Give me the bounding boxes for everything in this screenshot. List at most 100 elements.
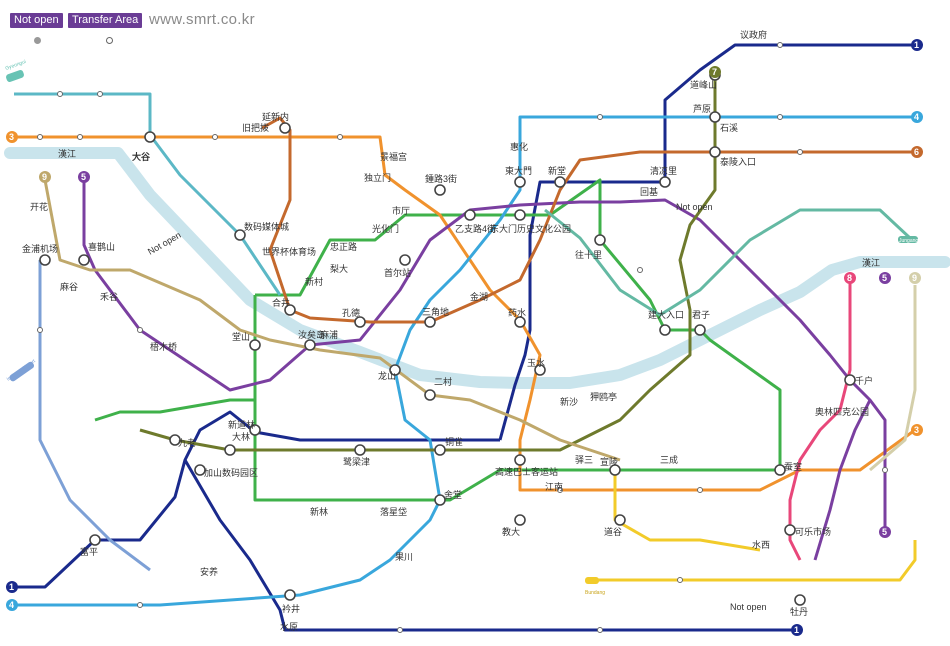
station-node[interactable]	[37, 327, 43, 333]
line-8[interactable]	[788, 280, 852, 561]
label-yaksu[interactable]: 药水	[508, 307, 526, 318]
station-samgakji[interactable]	[424, 316, 436, 328]
badge-line-9-nw[interactable]	[39, 171, 51, 183]
label-gimpo-airport[interactable]: 金浦机场	[22, 243, 58, 254]
bundang-main[interactable]	[595, 540, 917, 582]
station-node[interactable]	[137, 602, 143, 608]
line-7-main[interactable]	[139, 75, 717, 452]
station-yaksu[interactable]	[514, 316, 526, 328]
line-8-main[interactable]	[788, 280, 852, 561]
line-6-main[interactable]	[261, 116, 915, 324]
line-3[interactable]	[14, 135, 916, 492]
station-kkachisan[interactable]	[78, 254, 90, 266]
station-wangsimni[interactable]	[594, 234, 606, 246]
line-4[interactable]	[14, 115, 915, 607]
station-node[interactable]	[557, 487, 563, 493]
label-sadang[interactable]: 舍堂	[444, 489, 462, 500]
line-9-east-path[interactable]	[869, 285, 917, 472]
station-node[interactable]	[97, 91, 103, 97]
station-dogok[interactable]	[614, 514, 626, 526]
label-dangsan[interactable]: 堂山	[232, 331, 250, 342]
station-hapjeong[interactable]	[284, 304, 296, 316]
label-cheonho[interactable]: 千户	[855, 375, 873, 386]
line-5-branch[interactable]	[813, 399, 872, 561]
jungang-tag[interactable]	[898, 236, 918, 243]
label-garak[interactable]: 可乐市场	[795, 526, 831, 537]
station-seoul[interactable]	[399, 254, 411, 266]
label-dokbawi[interactable]: 独立门	[364, 172, 391, 183]
station-digital-media[interactable]	[234, 229, 246, 241]
station-sadang[interactable]	[434, 494, 446, 506]
station-seolleung[interactable]	[609, 464, 621, 476]
station-yeouido[interactable]	[304, 339, 316, 351]
station-bupyeong[interactable]	[89, 534, 101, 546]
line-2-branch[interactable]	[94, 398, 255, 422]
station-node[interactable]	[777, 42, 783, 48]
label-gyeongbok[interactable]: 景福宫	[380, 151, 407, 162]
badge-line-3-w[interactable]	[6, 131, 18, 143]
label-samseong[interactable]: 三成	[660, 454, 678, 465]
label-wangsimni[interactable]: 往十里	[575, 249, 602, 260]
label-yeouido[interactable]: 汝矣岛	[298, 329, 325, 340]
badge-line-5-e2[interactable]	[879, 526, 891, 538]
line-2-loop[interactable]	[253, 178, 782, 502]
station-node[interactable]	[337, 134, 343, 140]
station-node[interactable]	[777, 114, 783, 120]
station-gasan[interactable]	[194, 464, 206, 476]
line-7[interactable]	[139, 75, 717, 452]
station-gunja[interactable]	[694, 324, 706, 336]
station-node[interactable]	[697, 487, 703, 493]
legend-not-open[interactable]: Not open	[10, 13, 63, 28]
station-node[interactable]	[57, 91, 63, 97]
label-geumjeong[interactable]: 衿井	[282, 603, 300, 614]
label-yongsan[interactable]: 龙山	[378, 370, 396, 381]
station-noryangjin[interactable]	[354, 444, 366, 456]
label-yeonsinnae[interactable]: 延新内	[262, 111, 289, 122]
station-gongdeok[interactable]	[354, 316, 366, 328]
label-sinchon[interactable]: 新村	[305, 276, 323, 287]
station-konkuk[interactable]	[659, 324, 671, 336]
badge-line-8-e[interactable]	[844, 272, 856, 284]
station-seokgye[interactable]	[709, 111, 721, 123]
station-dongdaemun[interactable]	[514, 176, 526, 188]
station-node[interactable]	[597, 627, 603, 633]
station-dongjak[interactable]	[434, 444, 446, 456]
line-3-main[interactable]	[14, 135, 916, 492]
line-6[interactable]	[261, 116, 915, 324]
minor-stations[interactable]	[37, 42, 888, 633]
label-ewha[interactable]: 梨大	[330, 263, 348, 274]
label-omokgyo[interactable]: 梧木桥	[150, 341, 177, 352]
station-gimpo-airport[interactable]	[39, 254, 51, 266]
label-magok[interactable]: 麻谷	[60, 281, 78, 292]
badge-line-3-se[interactable]	[911, 424, 923, 436]
label-suwon[interactable]: 水原	[280, 621, 298, 632]
line-9-east[interactable]	[869, 285, 917, 472]
label-dongjak[interactable]: 铜雀	[445, 436, 463, 447]
label-oksu[interactable]: 玉水	[527, 357, 545, 368]
station-guro[interactable]	[169, 434, 181, 446]
station-taereung[interactable]	[709, 146, 721, 158]
label-noryangjin[interactable]: 鹭梁津	[343, 456, 370, 467]
badge-line-7-n[interactable]	[709, 66, 721, 78]
label-world-cup[interactable]: 世界杯体育场	[262, 246, 316, 257]
label-dongdaemun-hist[interactable]: 东大门历史文化公园	[490, 223, 571, 234]
label-taereung[interactable]: 泰陵入口	[720, 156, 756, 167]
label-gyodae[interactable]: 教大	[502, 526, 520, 537]
label-gangnam[interactable]: 江南	[545, 481, 563, 492]
label-euljiro4ga[interactable]: 乙支路4街	[455, 223, 496, 234]
label-gaehwa[interactable]: 开花	[30, 201, 48, 212]
label-gongdeok[interactable]: 孔德	[342, 307, 360, 318]
badge-line-1-se[interactable]	[791, 624, 803, 636]
label-gunja[interactable]: 君子	[692, 310, 710, 320]
station-dongdaemun-hist[interactable]	[514, 209, 526, 221]
jungang-line[interactable]	[544, 208, 912, 317]
label-sindorim[interactable]: 新道林	[228, 419, 255, 430]
badge-line-5-nw[interactable]	[78, 171, 90, 183]
label-gupabal[interactable]: 旧把拨	[242, 122, 269, 133]
label-moran[interactable]: 牡丹	[790, 606, 808, 617]
label-gwanghwamun[interactable]: 光化门	[372, 223, 399, 234]
label-daegok[interactable]: 大谷	[132, 151, 151, 162]
label-gasan[interactable]: 加山数码园区	[204, 467, 258, 478]
label-sillim[interactable]: 新林	[310, 506, 328, 517]
station-oksu[interactable]	[534, 364, 546, 376]
